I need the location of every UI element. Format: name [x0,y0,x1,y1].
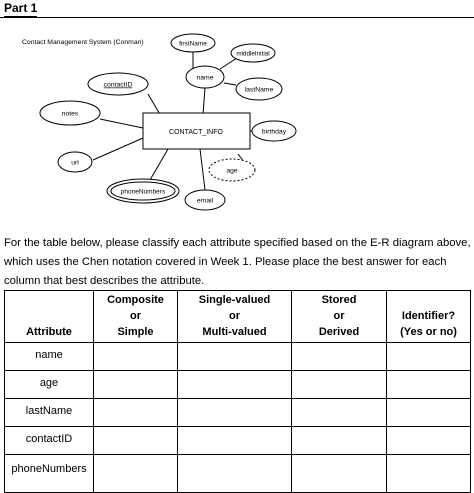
classification-table: Attribute Composite or Simple Single-val… [4,290,471,493]
attribute-firstname: firstName [170,33,216,53]
attribute-age: age [208,158,256,182]
line-name-middleinitial [219,57,238,70]
attribute-cell: phoneNumbers [4,454,94,493]
svg-text:notes: notes [62,111,79,118]
table-row: phoneNumbers [4,454,471,493]
svg-text:email: email [197,198,214,205]
er-diagram: Contact Management System (Conman) CONTA… [22,33,297,211]
stored-derived-cell[interactable] [291,454,387,493]
stored-derived-cell[interactable] [291,426,387,455]
table-row: lastName [4,398,471,427]
stored-derived-cell[interactable] [291,398,387,427]
single-multi-cell[interactable] [177,342,292,371]
attribute-email: email [184,189,226,211]
header-composite-or-simple: Composite or Simple [93,290,178,343]
stored-derived-cell[interactable] [291,342,387,371]
svg-text:middleInitial: middleInitial [236,51,269,58]
attribute-cell: lastName [4,398,94,427]
attribute-middleinitial: middleInitial [230,43,276,63]
single-multi-cell[interactable] [177,426,292,455]
header-stored-or-derived: Stored or Derived [291,290,387,343]
svg-text:lastName: lastName [245,87,274,94]
svg-text:birthday: birthday [262,129,287,136]
single-multi-cell[interactable] [177,370,292,399]
composite-simple-cell[interactable] [93,454,178,493]
entity-contact-info: CONTACT_INFO [142,112,251,150]
identifier-cell[interactable] [386,454,471,493]
system-label: Contact Management System (Conman) [22,39,144,46]
composite-simple-cell[interactable] [93,342,178,371]
attribute-cell: contactID [4,426,94,455]
single-multi-cell[interactable] [177,454,292,493]
attribute-notes: notes [39,100,101,126]
header-identifier: Identifier? (Yes or no) [386,290,471,343]
table-header-row: Attribute Composite or Simple Single-val… [4,290,471,343]
svg-text:name: name [196,75,213,82]
composite-simple-cell[interactable] [93,426,178,455]
instructions-text: For the table below, please classify eac… [4,237,471,287]
attribute-lastname: lastName [235,77,283,101]
identifier-cell[interactable] [386,342,471,371]
identifier-cell[interactable] [386,426,471,455]
attribute-cell: name [4,342,94,371]
attribute-birthday: birthday [251,120,297,142]
line-name-lastname [223,82,237,86]
entity-label: CONTACT_INFO [169,129,223,136]
stored-derived-cell[interactable] [291,370,387,399]
composite-simple-cell[interactable] [93,370,178,399]
line-entity-phonenumbers [149,148,169,181]
svg-text:url: url [71,160,79,167]
svg-text:age: age [226,168,238,175]
svg-text:phoneNumbers: phoneNumbers [121,189,166,196]
attribute-contactid: contactID [87,72,149,96]
composite-simple-cell[interactable] [93,398,178,427]
single-multi-cell[interactable] [177,398,292,427]
svg-text:contactID: contactID [104,82,133,89]
line-entity-email [199,148,206,191]
attribute-name: name [185,65,225,89]
table-row: name [4,342,471,371]
header-attribute: Attribute [4,290,94,343]
line-notes-entity [99,118,144,129]
part-title: Part 1 [4,1,38,17]
attribute-cell: age [4,370,94,399]
top-rule [0,17,474,18]
line-url-entity [92,137,144,161]
table-row: contactID [4,426,471,455]
identifier-cell[interactable] [386,370,471,399]
attribute-url: url [57,151,93,173]
svg-text:firstName: firstName [179,41,207,48]
attribute-phonenumbers: phoneNumbers [106,178,180,204]
identifier-cell[interactable] [386,398,471,427]
header-single-or-multi-valued: Single-valued or Multi-valued [177,290,292,343]
table-row: age [4,370,471,399]
